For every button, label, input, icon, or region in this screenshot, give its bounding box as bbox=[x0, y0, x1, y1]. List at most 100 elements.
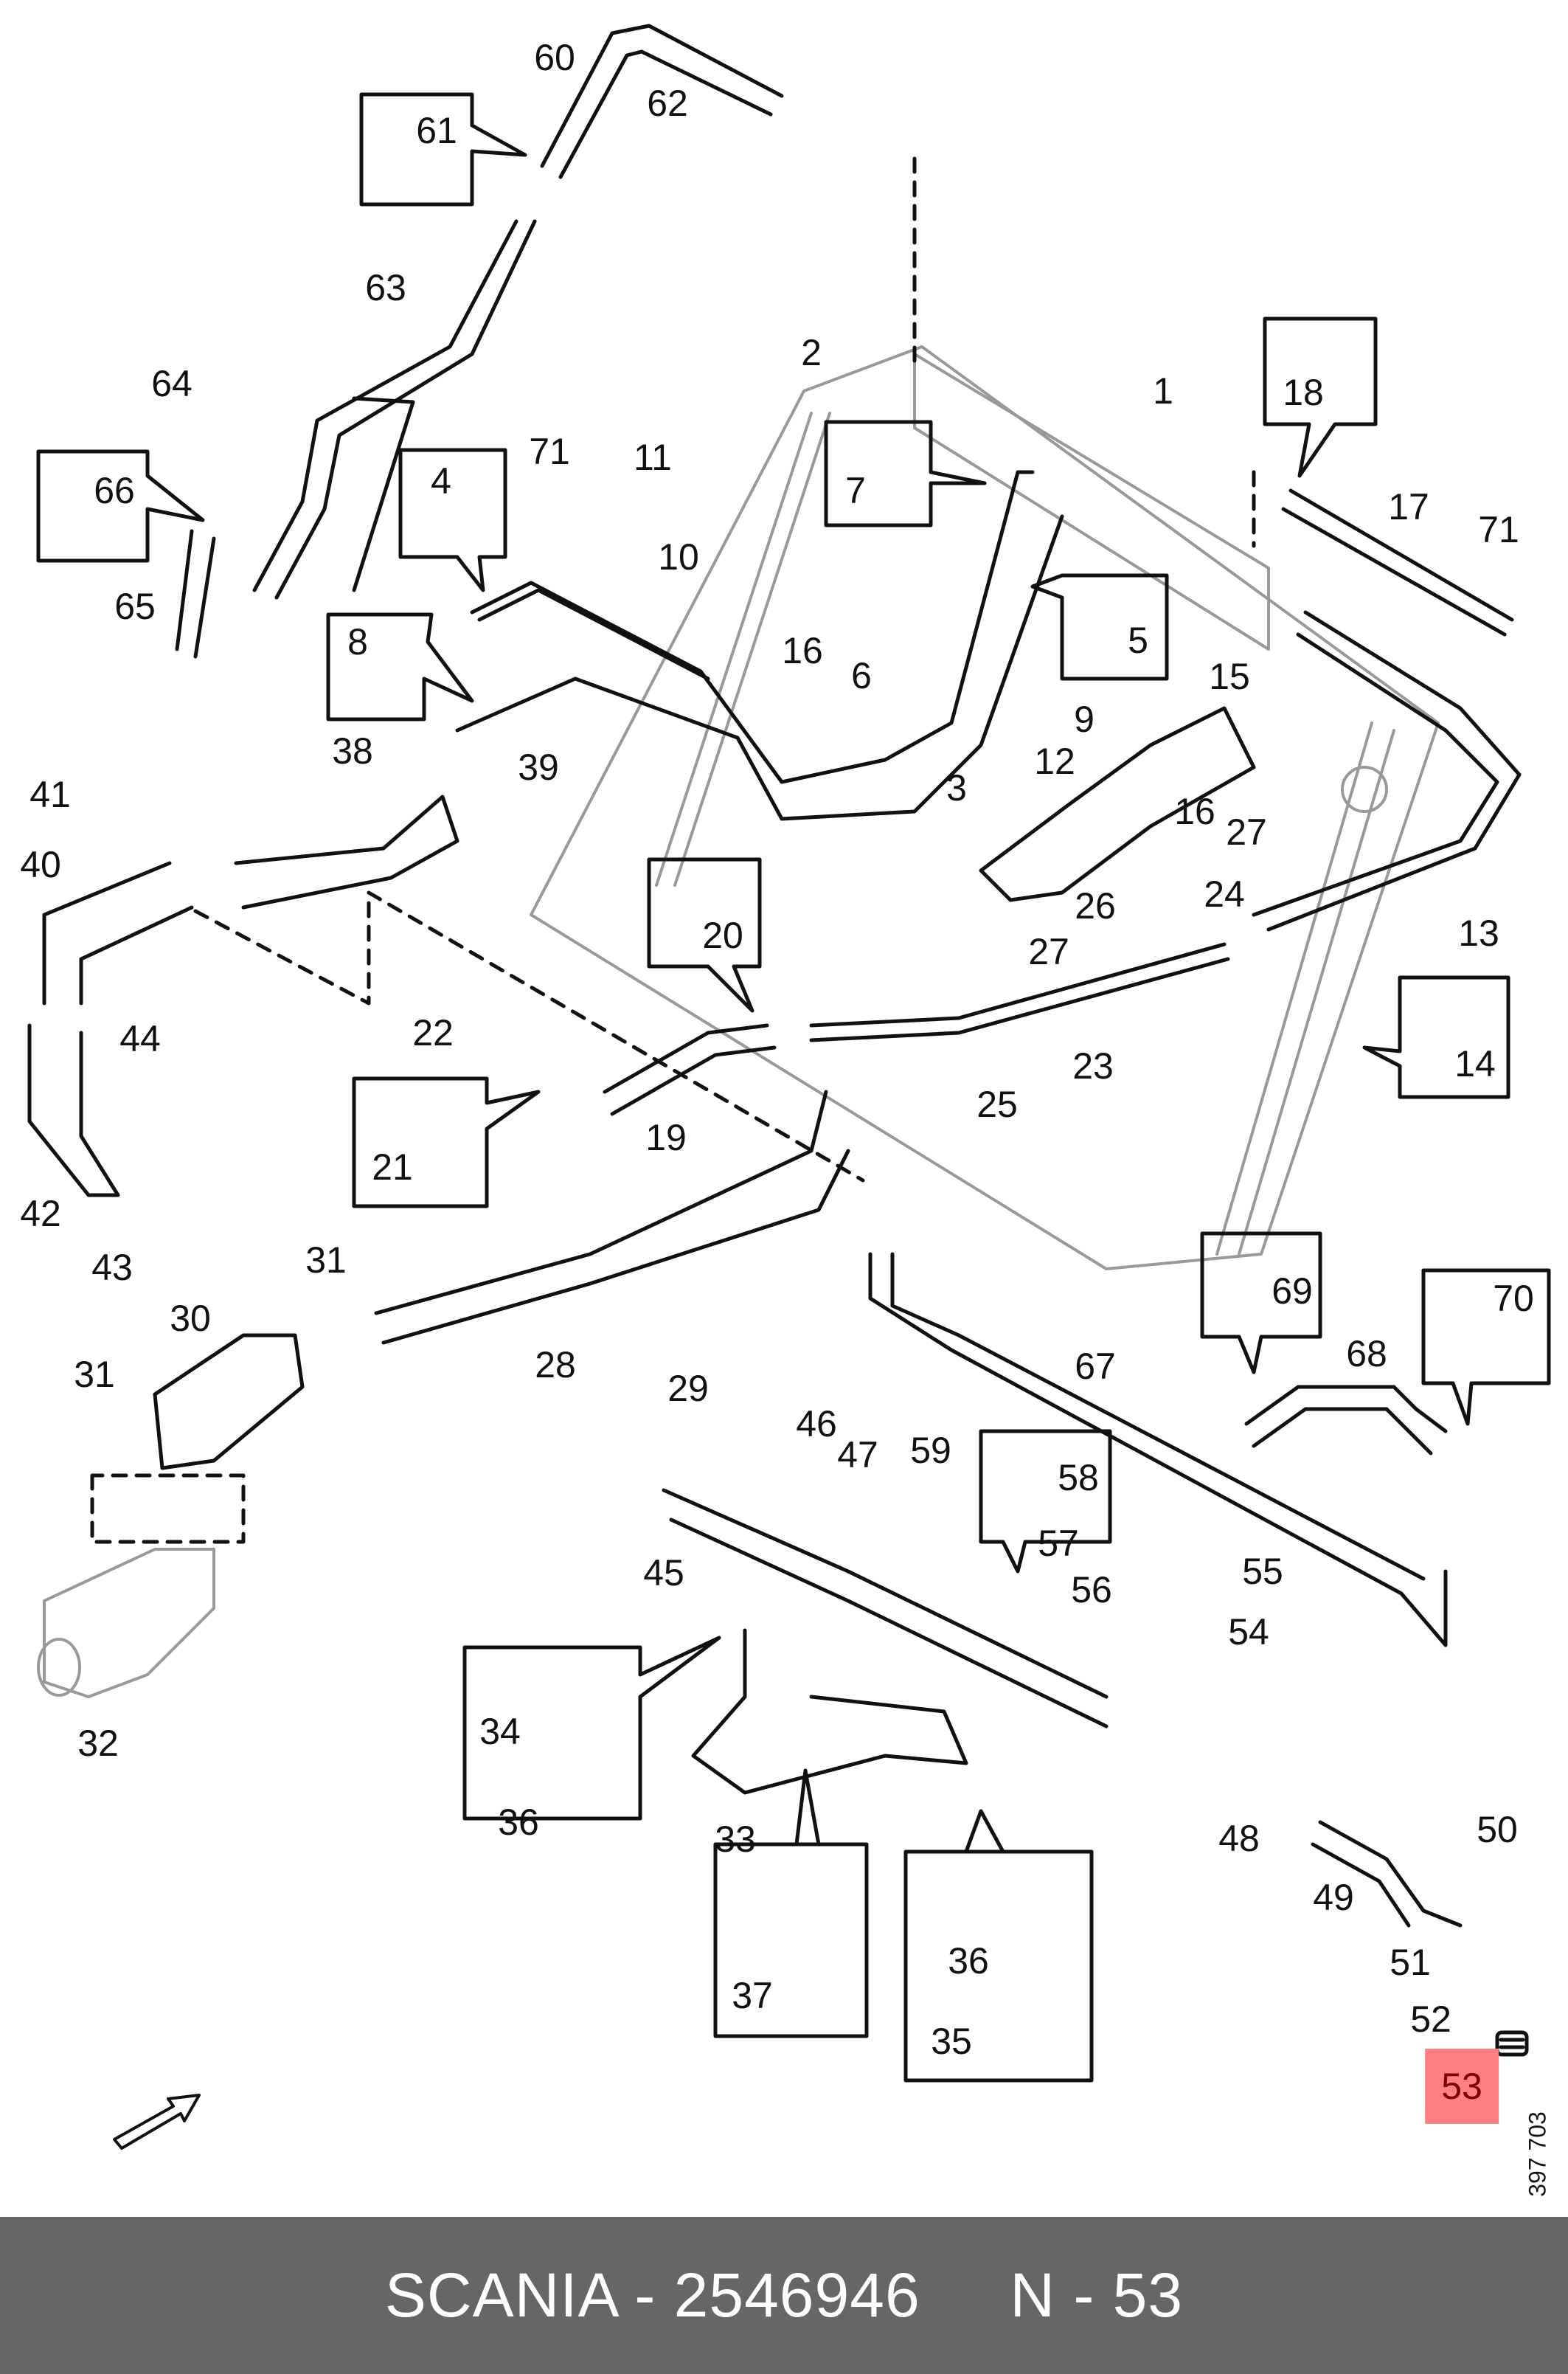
drawing-number: 397 703 bbox=[1524, 2111, 1551, 2197]
hose-68 bbox=[1244, 1385, 1448, 1456]
thermostat-housing-32 bbox=[37, 1548, 215, 1698]
part-label-7[interactable]: 7 bbox=[845, 470, 866, 511]
part-label-37[interactable]: 37 bbox=[732, 1975, 773, 2016]
part-label-36b[interactable]: 36 bbox=[948, 1940, 989, 1982]
part-label-30[interactable]: 30 bbox=[170, 1298, 211, 1339]
part-label-17[interactable]: 17 bbox=[1388, 486, 1429, 527]
part-label-44[interactable]: 44 bbox=[119, 1018, 161, 1059]
pipe-23 bbox=[809, 942, 1230, 1042]
part-label-28[interactable]: 28 bbox=[535, 1344, 576, 1385]
part-label-61[interactable]: 61 bbox=[416, 110, 457, 151]
part-label-24[interactable]: 24 bbox=[1204, 873, 1245, 915]
part-label-46[interactable]: 46 bbox=[796, 1403, 837, 1444]
part-label-16a[interactable]: 16 bbox=[782, 630, 823, 671]
part-label-54[interactable]: 54 bbox=[1228, 1611, 1269, 1653]
part-label-43[interactable]: 43 bbox=[91, 1247, 133, 1288]
part-label-59[interactable]: 59 bbox=[910, 1430, 951, 1471]
pipe-45 bbox=[662, 1488, 1109, 1728]
part-label-34[interactable]: 34 bbox=[479, 1711, 521, 1752]
part-label-70[interactable]: 70 bbox=[1493, 1278, 1534, 1319]
part-label-27a[interactable]: 27 bbox=[1226, 811, 1267, 853]
part-label-48[interactable]: 48 bbox=[1218, 1818, 1260, 1859]
part-label-18[interactable]: 18 bbox=[1283, 372, 1324, 413]
part-label-41[interactable]: 41 bbox=[30, 774, 71, 815]
part-label-42[interactable]: 42 bbox=[20, 1193, 61, 1234]
part-label-60[interactable]: 60 bbox=[534, 37, 575, 78]
part-label-31a[interactable]: 31 bbox=[305, 1239, 347, 1281]
part-label-55[interactable]: 55 bbox=[1242, 1551, 1283, 1592]
part-label-15[interactable]: 15 bbox=[1209, 656, 1250, 697]
part-label-21[interactable]: 21 bbox=[372, 1146, 413, 1188]
radiator bbox=[530, 345, 1440, 1270]
part-label-49[interactable]: 49 bbox=[1313, 1877, 1354, 1918]
part-label-29[interactable]: 29 bbox=[667, 1368, 709, 1409]
part-label-13[interactable]: 13 bbox=[1458, 913, 1499, 954]
part-label-23[interactable]: 23 bbox=[1072, 1045, 1114, 1087]
part-label-4[interactable]: 4 bbox=[431, 460, 451, 502]
part-label-67[interactable]: 67 bbox=[1075, 1346, 1116, 1387]
part-label-36a[interactable]: 36 bbox=[498, 1802, 539, 1843]
part-label-64[interactable]: 64 bbox=[151, 363, 192, 404]
dashed-leaders bbox=[90, 156, 1256, 1544]
part-label-9[interactable]: 9 bbox=[1074, 699, 1095, 740]
footer-bar: SCANIA - 2546946 N - 53 bbox=[0, 2217, 1568, 2374]
part-label-8[interactable]: 8 bbox=[347, 621, 368, 662]
part-label-33[interactable]: 33 bbox=[715, 1818, 756, 1860]
part-label-12[interactable]: 12 bbox=[1034, 741, 1075, 782]
hose-33 bbox=[691, 1628, 968, 1795]
part-label-6[interactable]: 6 bbox=[851, 655, 872, 696]
diagram-drawing bbox=[27, 24, 1551, 2150]
part-label-35[interactable]: 35 bbox=[931, 2021, 972, 2062]
part-label-3[interactable]: 3 bbox=[946, 767, 967, 809]
part-label-2[interactable]: 2 bbox=[801, 332, 822, 373]
pipe-67 bbox=[868, 1252, 1448, 1647]
part-label-26[interactable]: 26 bbox=[1075, 885, 1116, 927]
part-label-25[interactable]: 25 bbox=[976, 1084, 1018, 1125]
part-label-63[interactable]: 63 bbox=[365, 267, 406, 308]
part-label-11[interactable]: 11 bbox=[634, 437, 672, 478]
part-label-16b[interactable]: 16 bbox=[1174, 791, 1215, 832]
part-label-62[interactable]: 62 bbox=[647, 83, 688, 124]
part-label-51[interactable]: 51 bbox=[1390, 1942, 1431, 1983]
part-label-71b[interactable]: 71 bbox=[1478, 509, 1519, 550]
part-label-20[interactable]: 20 bbox=[702, 915, 743, 956]
part-label-14[interactable]: 14 bbox=[1454, 1043, 1496, 1084]
hose-19 bbox=[603, 1023, 777, 1116]
part-label-40[interactable]: 40 bbox=[20, 844, 61, 885]
part-label-22[interactable]: 22 bbox=[412, 1012, 454, 1053]
direction-arrow bbox=[113, 2094, 201, 2150]
part-label-1[interactable]: 1 bbox=[1153, 370, 1173, 412]
part-label-66[interactable]: 66 bbox=[94, 470, 135, 511]
part-label-65[interactable]: 65 bbox=[114, 586, 156, 627]
part-label-19[interactable]: 19 bbox=[645, 1117, 687, 1158]
callout-boxes bbox=[36, 92, 1551, 2083]
hose-60-63 bbox=[252, 24, 784, 600]
part-label-57[interactable]: 57 bbox=[1038, 1523, 1079, 1564]
part-label-56[interactable]: 56 bbox=[1071, 1569, 1112, 1610]
part-label-10[interactable]: 10 bbox=[658, 536, 699, 578]
part-label-69[interactable]: 69 bbox=[1272, 1270, 1313, 1312]
part-label-45[interactable]: 45 bbox=[643, 1552, 684, 1593]
part-label-50[interactable]: 50 bbox=[1477, 1809, 1518, 1850]
part-label-31b[interactable]: 31 bbox=[74, 1354, 115, 1395]
hose-26 bbox=[979, 706, 1256, 902]
part-label-32[interactable]: 32 bbox=[77, 1723, 119, 1764]
part-label-71a[interactable]: 71 bbox=[529, 431, 570, 472]
part-label-5[interactable]: 5 bbox=[1128, 620, 1148, 661]
parts-diagram: 1 2 3 4 5 6 7 8 9 10 11 12 13 14 15 16 1… bbox=[20, 24, 1551, 2197]
part-label-38[interactable]: 38 bbox=[332, 730, 373, 772]
part-label-68[interactable]: 68 bbox=[1346, 1333, 1387, 1374]
part-label-58[interactable]: 58 bbox=[1058, 1457, 1099, 1498]
pipe-28 bbox=[374, 1090, 850, 1345]
part-label-47[interactable]: 47 bbox=[837, 1434, 878, 1475]
pipe-49 bbox=[1311, 1820, 1463, 1928]
part-53-fitting bbox=[1495, 2030, 1529, 2057]
hose-13-17 bbox=[1252, 488, 1522, 932]
part-label-52[interactable]: 52 bbox=[1410, 1998, 1451, 2040]
hoses-3-6 bbox=[455, 470, 1064, 821]
part-label-39[interactable]: 39 bbox=[518, 747, 559, 788]
hose-30 bbox=[153, 1333, 305, 1470]
hose-38-40 bbox=[27, 795, 459, 1197]
part-label-53-highlighted[interactable]: 53 bbox=[1425, 2049, 1499, 2124]
part-label-27b[interactable]: 27 bbox=[1028, 931, 1069, 972]
